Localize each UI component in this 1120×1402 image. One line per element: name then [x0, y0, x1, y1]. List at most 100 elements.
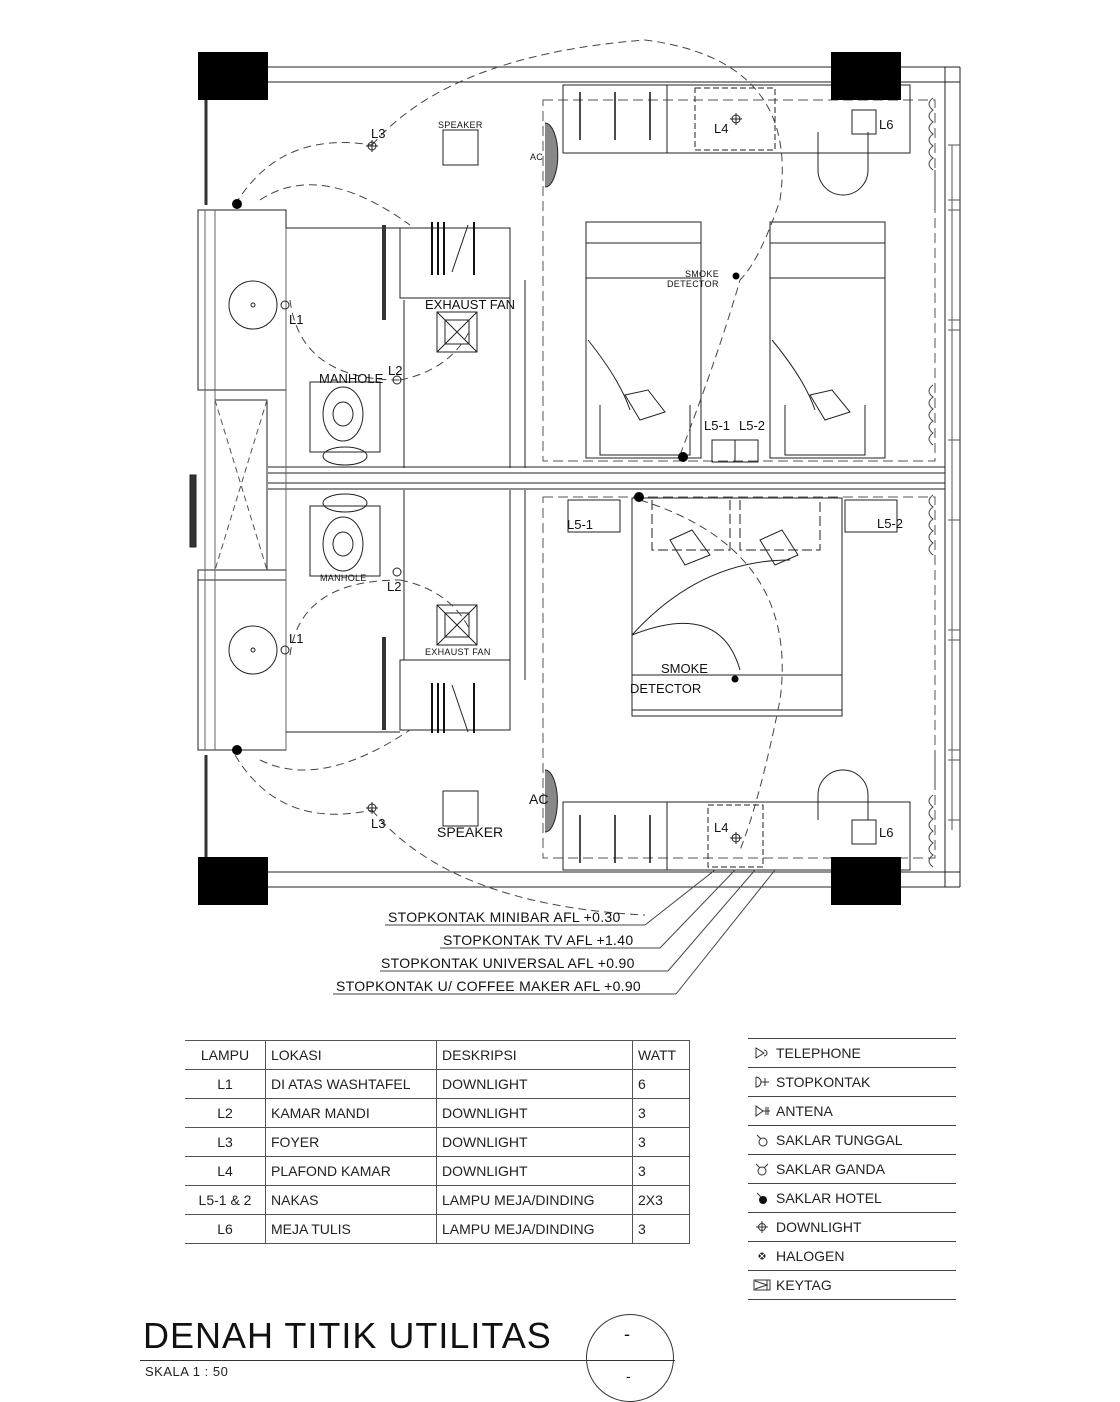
l2-label-lower: L2 [387, 579, 402, 594]
smoke-detector-label-upper-1: SMOKE [685, 269, 720, 279]
symbol-legend: TELEPHONE STOPKONTAK ANTENA SAKLAR TUNGG… [748, 1038, 956, 1300]
legend-item: KEYTAG [748, 1271, 956, 1300]
cell-watt: 6 [632, 1069, 690, 1099]
legend-label: STOPKONTAK [776, 1074, 871, 1090]
l4-label-lower: L4 [714, 820, 729, 835]
cell-watt: 3 [632, 1127, 690, 1157]
legend-label: DOWNLIGHT [776, 1219, 862, 1235]
cell-lokasi: KAMAR MANDI [265, 1098, 437, 1128]
smoke-detector-label-upper-2: DETECTOR [667, 279, 719, 289]
cell-deskripsi: LAMPU MEJA/DINDING [436, 1185, 633, 1215]
cell-lampu: L2 [185, 1098, 266, 1128]
speaker-label-lower: SPEAKER [437, 824, 504, 840]
exhaust-fan-label-upper: EXHAUST FAN [425, 297, 516, 312]
exhaust-fan-label-lower: EXHAUST FAN [425, 647, 491, 657]
table-row: L2 KAMAR MANDI DOWNLIGHT 3 [185, 1098, 690, 1128]
telephone-icon [748, 1046, 776, 1060]
drawing-title: DENAH TITIK UTILITAS [143, 1315, 552, 1356]
callout-minibar-outlet: STOPKONTAK MINIBAR AFL +0.30 [388, 909, 621, 925]
legend-label: SAKLAR HOTEL [776, 1190, 882, 1206]
table-row: L5-1 & 2 NAKAS LAMPU MEJA/DINDING 2X3 [185, 1185, 690, 1215]
legend-label: KEYTAG [776, 1277, 832, 1293]
halogen-icon [748, 1249, 776, 1263]
ac-label-lower: AC [529, 791, 549, 807]
floor-plan-drawing [189, 39, 961, 995]
table-row: L1 DI ATAS WASHTAFEL DOWNLIGHT 6 [185, 1069, 690, 1099]
legend-item: SAKLAR HOTEL [748, 1184, 956, 1213]
smoke-detector-label-lower-1: SMOKE [661, 661, 708, 676]
cell-lokasi: MEJA TULIS [265, 1214, 437, 1244]
manhole-label-upper: MANHOLE [319, 371, 384, 386]
cell-watt: 3 [632, 1098, 690, 1128]
l6-label-lower: L6 [879, 825, 894, 840]
cell-lampu: L5-1 & 2 [185, 1185, 266, 1215]
cell-lokasi: PLAFOND KAMAR [265, 1156, 437, 1186]
table-row: L6 MEJA TULIS LAMPU MEJA/DINDING 3 [185, 1214, 690, 1244]
cell-lokasi: DI ATAS WASHTAFEL [265, 1069, 437, 1099]
cell-lampu: L6 [185, 1214, 266, 1244]
header-lampu: LAMPU [185, 1040, 266, 1070]
cell-lampu: L3 [185, 1127, 266, 1157]
floor-plan: SPEAKER AC L3 L4 L6 L1 L2 MANHOLE EXHAUS… [189, 39, 961, 995]
legend-label: HALOGEN [776, 1248, 845, 1264]
keytag-icon [748, 1278, 776, 1292]
l2-label-upper: L2 [388, 363, 403, 378]
legend-item: TELEPHONE [748, 1038, 956, 1068]
column [198, 52, 268, 100]
legend-item: ANTENA [748, 1097, 956, 1126]
legend-label: SAKLAR GANDA [776, 1161, 885, 1177]
legend-item: STOPKONTAK [748, 1068, 956, 1097]
header-watt: WATT [632, 1040, 690, 1070]
l5-2-label-lower: L5-2 [877, 516, 904, 531]
saklar-ganda-icon [748, 1162, 776, 1176]
header-lokasi: LOKASI [265, 1040, 437, 1070]
cell-lokasi: NAKAS [265, 1185, 437, 1215]
ac-label-upper: AC [530, 152, 544, 162]
legend-item: HALOGEN [748, 1242, 956, 1271]
legend-label: SAKLAR TUNGGAL [776, 1132, 903, 1148]
l3-label-lower: L3 [371, 816, 386, 831]
l5-2-label-upper: L5-2 [739, 418, 766, 433]
table-row: L4 PLAFOND KAMAR DOWNLIGHT 3 [185, 1156, 690, 1186]
sheet-reference-top: - [624, 1324, 630, 1344]
legend-item: DOWNLIGHT [748, 1213, 956, 1242]
l1-label-lower: L1 [289, 631, 304, 646]
l4-label-upper: L4 [714, 121, 729, 136]
legend-label: TELEPHONE [776, 1045, 861, 1061]
antena-icon [748, 1104, 776, 1118]
lamp-schedule-table: LAMPU LOKASI DESKRIPSI WATT L1 DI ATAS W… [185, 1040, 690, 1244]
header-deskripsi: DESKRIPSI [436, 1040, 633, 1070]
cell-watt: 3 [632, 1214, 690, 1244]
saklar-tunggal-icon [748, 1133, 776, 1147]
callout-coffee-maker-outlet: STOPKONTAK U/ COFFEE MAKER AFL +0.90 [336, 978, 642, 994]
cell-deskripsi: DOWNLIGHT [436, 1098, 633, 1128]
saklar-hotel-icon [748, 1191, 776, 1205]
l5-1-label-upper: L5-1 [704, 418, 731, 433]
cell-watt: 3 [632, 1156, 690, 1186]
table-header-row: LAMPU LOKASI DESKRIPSI WATT [185, 1040, 690, 1070]
l3-label-upper: L3 [371, 126, 386, 141]
callout-universal-outlet: STOPKONTAK UNIVERSAL AFL +0.90 [381, 955, 635, 971]
l1-label-upper: L1 [289, 312, 304, 327]
title-underline [140, 1360, 675, 1361]
cell-deskripsi: DOWNLIGHT [436, 1127, 633, 1157]
legend-item: SAKLAR GANDA [748, 1155, 956, 1184]
table-row: L3 FOYER DOWNLIGHT 3 [185, 1127, 690, 1157]
cell-watt: 2X3 [632, 1185, 690, 1215]
cell-lampu: L4 [185, 1156, 266, 1186]
legend-item: SAKLAR TUNGGAL [748, 1126, 956, 1155]
column [831, 52, 901, 100]
callout-tv-outlet: STOPKONTAK TV AFL +1.40 [443, 932, 634, 948]
cell-deskripsi: LAMPU MEJA/DINDING [436, 1214, 633, 1244]
column [198, 857, 268, 905]
manhole-label-lower: MANHOLE [320, 573, 367, 583]
cell-lokasi: FOYER [265, 1127, 437, 1157]
smoke-detector-label-lower-2: DETECTOR [630, 681, 702, 696]
l5-1-label-lower: L5-1 [567, 517, 594, 532]
sheet-reference-circle [586, 1314, 674, 1402]
column [831, 857, 901, 905]
cell-deskripsi: DOWNLIGHT [436, 1156, 633, 1186]
cell-lampu: L1 [185, 1069, 266, 1099]
sheet-reference-bottom: - [626, 1368, 631, 1384]
drawing-scale: SKALA 1 : 50 [145, 1364, 229, 1379]
